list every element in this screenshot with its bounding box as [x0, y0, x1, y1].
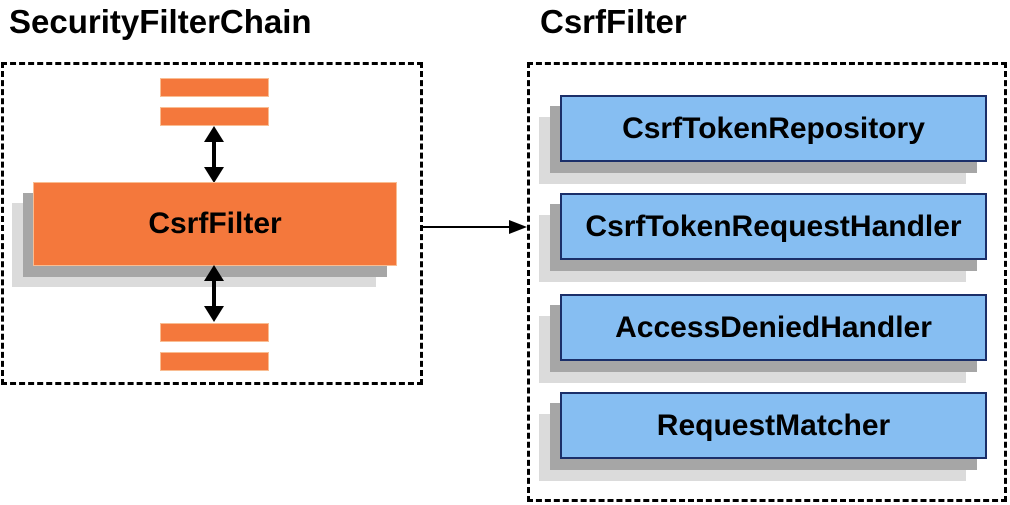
other-filter-bar — [160, 352, 269, 371]
component-label: CsrfTokenRepository — [622, 111, 925, 145]
other-filter-bar — [160, 107, 269, 126]
component-label: CsrfTokenRequestHandler — [585, 209, 962, 243]
csrf-filter-node-label: CsrfFilter — [148, 207, 282, 240]
security-filter-chain-title: SecurityFilterChain — [9, 3, 312, 40]
double-arrow-icon — [204, 265, 224, 322]
component-csrf-token-repository: CsrfTokenRepository — [560, 95, 987, 162]
other-filter-bar — [160, 323, 269, 342]
component-label: AccessDeniedHandler — [615, 310, 932, 344]
csrf-filter-container — [527, 62, 1007, 502]
security-filter-chain-container — [1, 62, 423, 385]
component-label: RequestMatcher — [656, 408, 891, 442]
csrf-filter-node: CsrfFilter — [33, 182, 397, 266]
double-arrow-icon — [204, 126, 224, 183]
other-filter-bar — [160, 78, 269, 97]
flow-arrow-icon — [423, 220, 527, 234]
component-request-matcher: RequestMatcher — [560, 392, 987, 459]
component-csrf-token-request-handler: CsrfTokenRequestHandler — [560, 193, 987, 260]
component-access-denied-handler: AccessDeniedHandler — [560, 294, 987, 361]
csrf-filter-group-title: CsrfFilter — [540, 3, 687, 40]
